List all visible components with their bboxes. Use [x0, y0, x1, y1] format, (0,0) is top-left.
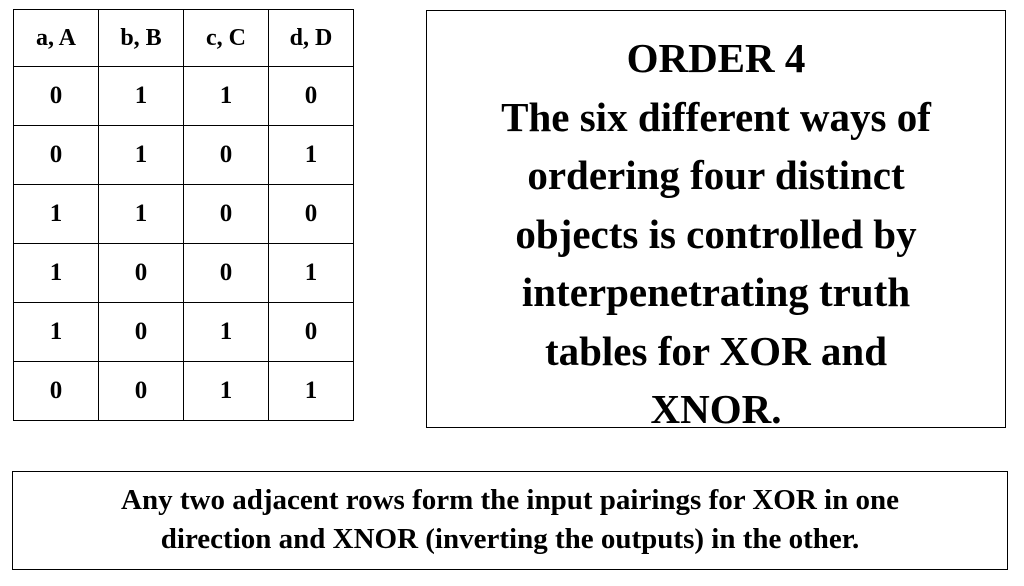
table-row: 0 0 1 1	[13, 361, 354, 421]
table-cell: 1	[268, 125, 354, 185]
adjacent-rows-note: Any two adjacent rows form the input pai…	[12, 471, 1008, 570]
note-line: Any two adjacent rows form the input pai…	[121, 484, 899, 516]
table-row: 1 0 1 0	[13, 302, 354, 362]
table-cell: 1	[98, 125, 184, 185]
table-cell: 0	[268, 66, 354, 126]
order-description-box: ORDER 4 The six different ways of orderi…	[426, 10, 1006, 432]
table-row: 0 1 1 0	[13, 66, 354, 126]
column-header-a: a, A	[13, 9, 99, 67]
table-cell: 1	[98, 66, 184, 126]
truth-table: a, A b, B c, C d, D 0 1 1 0 0 1 0 1 1 1 …	[13, 9, 354, 421]
table-cell: 0	[98, 243, 184, 303]
table-cell: 0	[183, 243, 269, 303]
order-line: The six different ways of	[501, 93, 931, 140]
order-line: interpenetrating truth	[521, 269, 911, 315]
table-cell: 0	[13, 66, 99, 126]
order-line: ordering four distinct	[527, 152, 905, 198]
table-cell: 0	[98, 302, 184, 362]
table-cell: 0	[13, 125, 99, 185]
order-line: XNOR.	[650, 386, 782, 432]
column-header-c: c, C	[183, 9, 269, 67]
column-header-d: d, D	[268, 9, 354, 67]
table-cell: 1	[268, 243, 354, 303]
table-header-row: a, A b, B c, C d, D	[13, 9, 354, 67]
table-row: 1 0 0 1	[13, 243, 354, 303]
table-cell: 1	[13, 302, 99, 362]
table-row: 1 1 0 0	[13, 184, 354, 244]
table-cell: 0	[98, 361, 184, 421]
table-cell: 1	[183, 66, 269, 126]
table-cell: 0	[13, 361, 99, 421]
table-cell: 1	[183, 361, 269, 421]
order-line: tables for XOR and	[544, 327, 888, 374]
table-cell: 1	[98, 184, 184, 244]
table-cell: 1	[268, 361, 354, 421]
order-line: objects is controlled by	[515, 210, 917, 257]
table-cell: 1	[13, 243, 99, 303]
table-cell: 0	[183, 184, 269, 244]
table-cell: 0	[268, 302, 354, 362]
order-title: ORDER 4	[626, 35, 806, 81]
table-cell: 0	[183, 125, 269, 185]
note-line: direction and XNOR (inverting the output…	[160, 523, 860, 555]
table-cell: 1	[13, 184, 99, 244]
column-header-b: b, B	[98, 9, 184, 67]
table-row: 0 1 0 1	[13, 125, 354, 185]
table-cell: 1	[183, 302, 269, 362]
table-cell: 0	[268, 184, 354, 244]
